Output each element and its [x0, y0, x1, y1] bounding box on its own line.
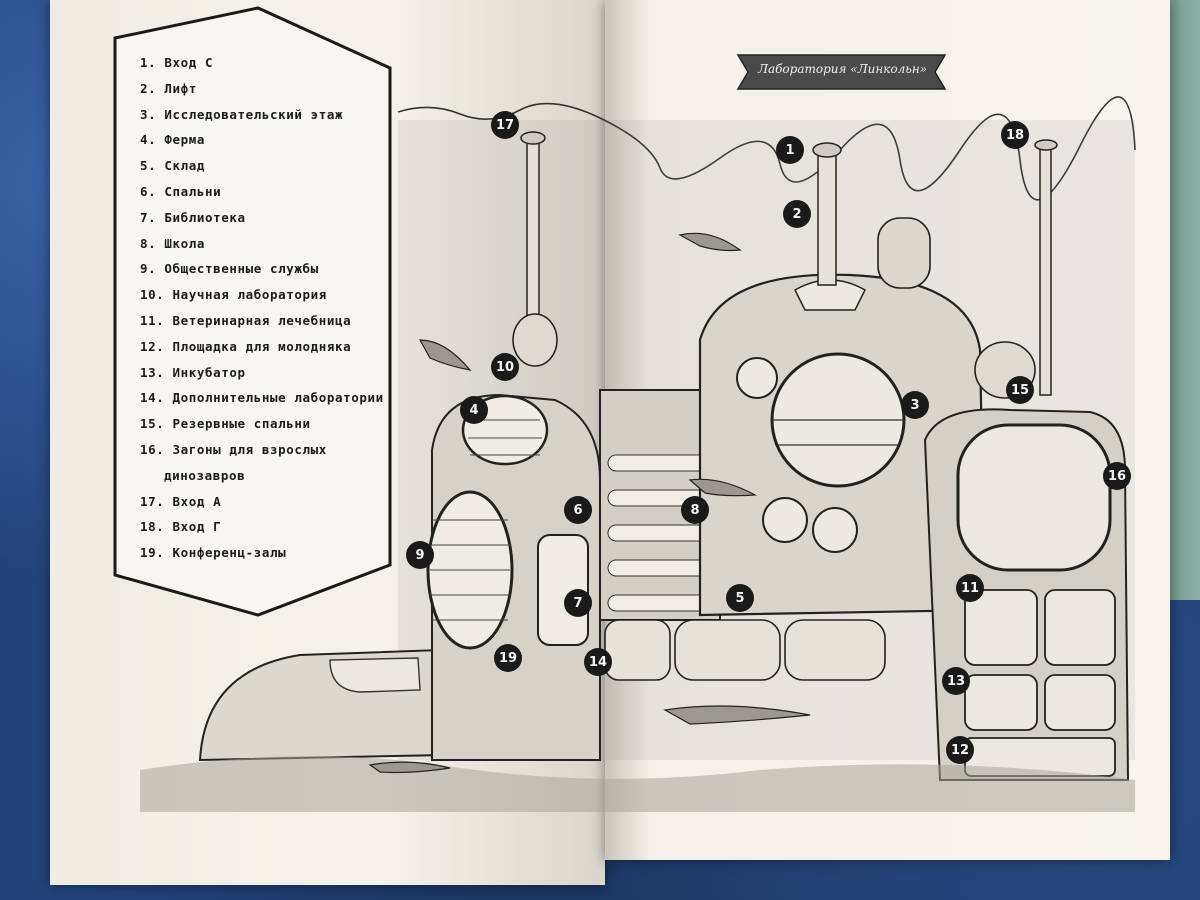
marker-4: 4 — [460, 396, 488, 424]
banner-ribbon — [736, 54, 947, 90]
legend-item: 15. Резервные спальни — [140, 416, 311, 432]
legend-item: 10. Научная лаборатория — [140, 287, 327, 303]
library-window — [537, 534, 589, 646]
marker-8: 8 — [681, 496, 709, 524]
legend-item: 17. Вход А — [140, 493, 222, 509]
banner-title: Лаборатория «Линкольн» — [757, 62, 928, 76]
elevator-shaft — [817, 149, 837, 286]
legend-item: 12. Площадка для молодняка — [140, 338, 352, 354]
marker-16: 16 — [1103, 462, 1131, 490]
entrance-a-mast — [526, 137, 540, 319]
science-lab-dome — [512, 313, 558, 367]
legend-item: динозавров — [164, 467, 246, 483]
legend-item: 9. Общественные службы — [140, 261, 319, 277]
marker-15: 15 — [1006, 376, 1034, 404]
marker-9: 9 — [406, 541, 434, 569]
marker-12: 12 — [946, 736, 974, 764]
marker-1: 1 — [776, 136, 804, 164]
legend-item: 3. Исследовательский этаж — [140, 106, 344, 122]
lower-pod-3 — [784, 619, 886, 681]
lower-pod-1 — [604, 619, 671, 681]
legend-item: 18. Вход Г — [140, 519, 222, 535]
water-surface — [397, 96, 1136, 201]
marker-13: 13 — [942, 667, 970, 695]
legend-item: 19. Конференц-залы — [140, 545, 287, 561]
vet-clinic-room — [964, 589, 1038, 666]
marker-3: 3 — [901, 391, 929, 419]
legend-item: 8. Школа — [140, 235, 206, 251]
entrance-g-mast — [1039, 144, 1052, 396]
adult-pens-window — [956, 423, 1112, 572]
legend-item: 7. Библиотека — [140, 209, 246, 225]
legend-list: 1. Вход С 2. Лифт 3. Исследовательский э… — [140, 55, 384, 571]
lower-pod-2 — [674, 619, 781, 681]
legend-item: 13. Инкубатор — [140, 364, 246, 380]
marker-7: 7 — [564, 589, 592, 617]
marker-14: 14 — [584, 648, 612, 676]
legend-item: 1. Вход С — [140, 55, 214, 70]
marker-6: 6 — [564, 496, 592, 524]
marker-5: 5 — [726, 584, 754, 612]
marker-2: 2 — [783, 200, 811, 228]
incubator-room — [964, 674, 1038, 731]
chimney — [877, 217, 931, 289]
marine-reptile-drawings — [368, 232, 811, 774]
marker-11: 11 — [956, 574, 984, 602]
marker-18: 18 — [1001, 121, 1029, 149]
legend-item: 11. Ветеринарная лечебница — [140, 312, 352, 328]
legend-item: 16. Загоны для взрослых — [140, 441, 327, 457]
marker-17: 17 — [491, 111, 519, 139]
legend-item: 6. Спальни — [140, 183, 222, 199]
marker-10: 10 — [491, 353, 519, 381]
marker-19: 19 — [494, 644, 522, 672]
legend-item: 5. Склад — [140, 158, 206, 174]
legend-item: 4. Ферма — [140, 132, 206, 148]
legend-item: 14. Дополнительные лаборатории — [140, 390, 384, 406]
legend-frame — [113, 6, 392, 617]
legend-item: 2. Лифт — [140, 80, 197, 96]
